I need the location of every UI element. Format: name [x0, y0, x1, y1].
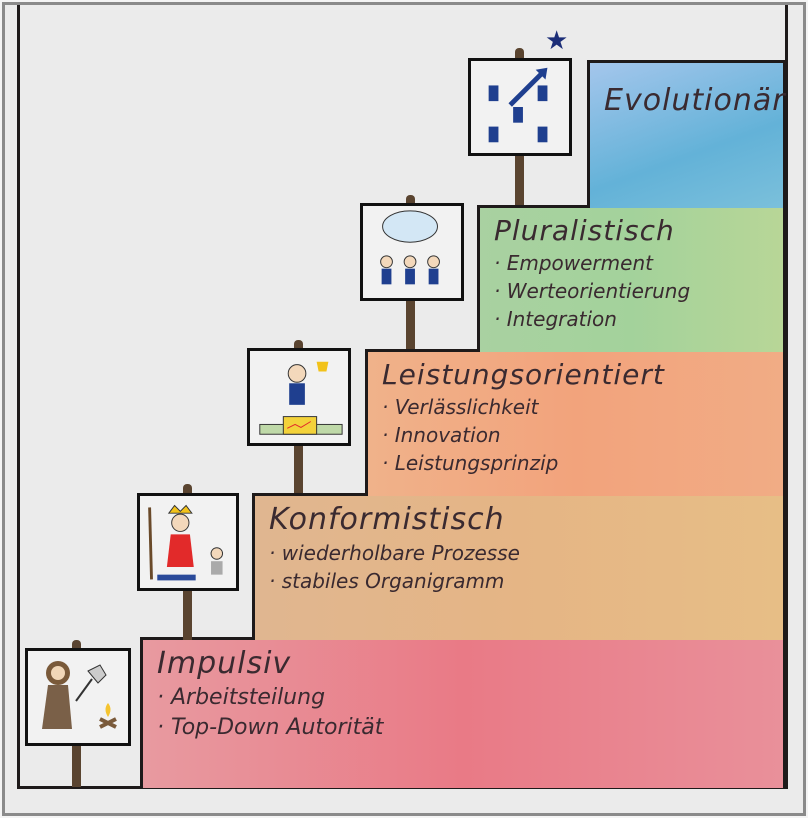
team-sign-icon [360, 203, 464, 301]
level-item: Leistungsprinzip [382, 449, 769, 477]
level-title: Impulsiv [157, 646, 292, 681]
level-item: Integration [494, 305, 769, 333]
level-item: Arbeitsteilung [157, 683, 769, 713]
king-sign-icon [137, 493, 239, 591]
level-item: Top-Down Autorität [157, 713, 769, 743]
level-item: Werteorientierung [494, 277, 769, 305]
level-item: Verlässlichkeit [382, 393, 769, 421]
level-title: Konformistisch [269, 502, 505, 537]
star-icon: ★ [545, 26, 569, 56]
right-axis-line [785, 5, 788, 789]
level-konformistisch: Konformistisch wiederholbare Prozessesta… [252, 493, 786, 640]
level-title: Leistungsorientiert [382, 358, 665, 391]
level-pluralistisch: Pluralistisch EmpowermentWerteorientieru… [477, 205, 786, 352]
level-item: wiederholbare Prozesse [269, 539, 769, 567]
level-item: Innovation [382, 421, 769, 449]
level-item: stabiles Organigramm [269, 567, 769, 595]
level-item: Empowerment [494, 249, 769, 277]
network-sign-icon [468, 58, 572, 156]
left-axis-line [17, 5, 20, 789]
level-title: Evolutionär [604, 83, 786, 118]
level-impulsiv: Impulsiv ArbeitsteilungTop-Down Autoritä… [140, 637, 786, 788]
caveman-sign-icon [25, 648, 131, 746]
level-evolutionaer: Evolutionär [587, 60, 786, 208]
level-leistungsorientiert: Leistungsorientiert VerlässlichkeitInnov… [365, 349, 786, 496]
achiever-sign-icon [247, 348, 351, 446]
level-title: Pluralistisch [494, 214, 675, 247]
